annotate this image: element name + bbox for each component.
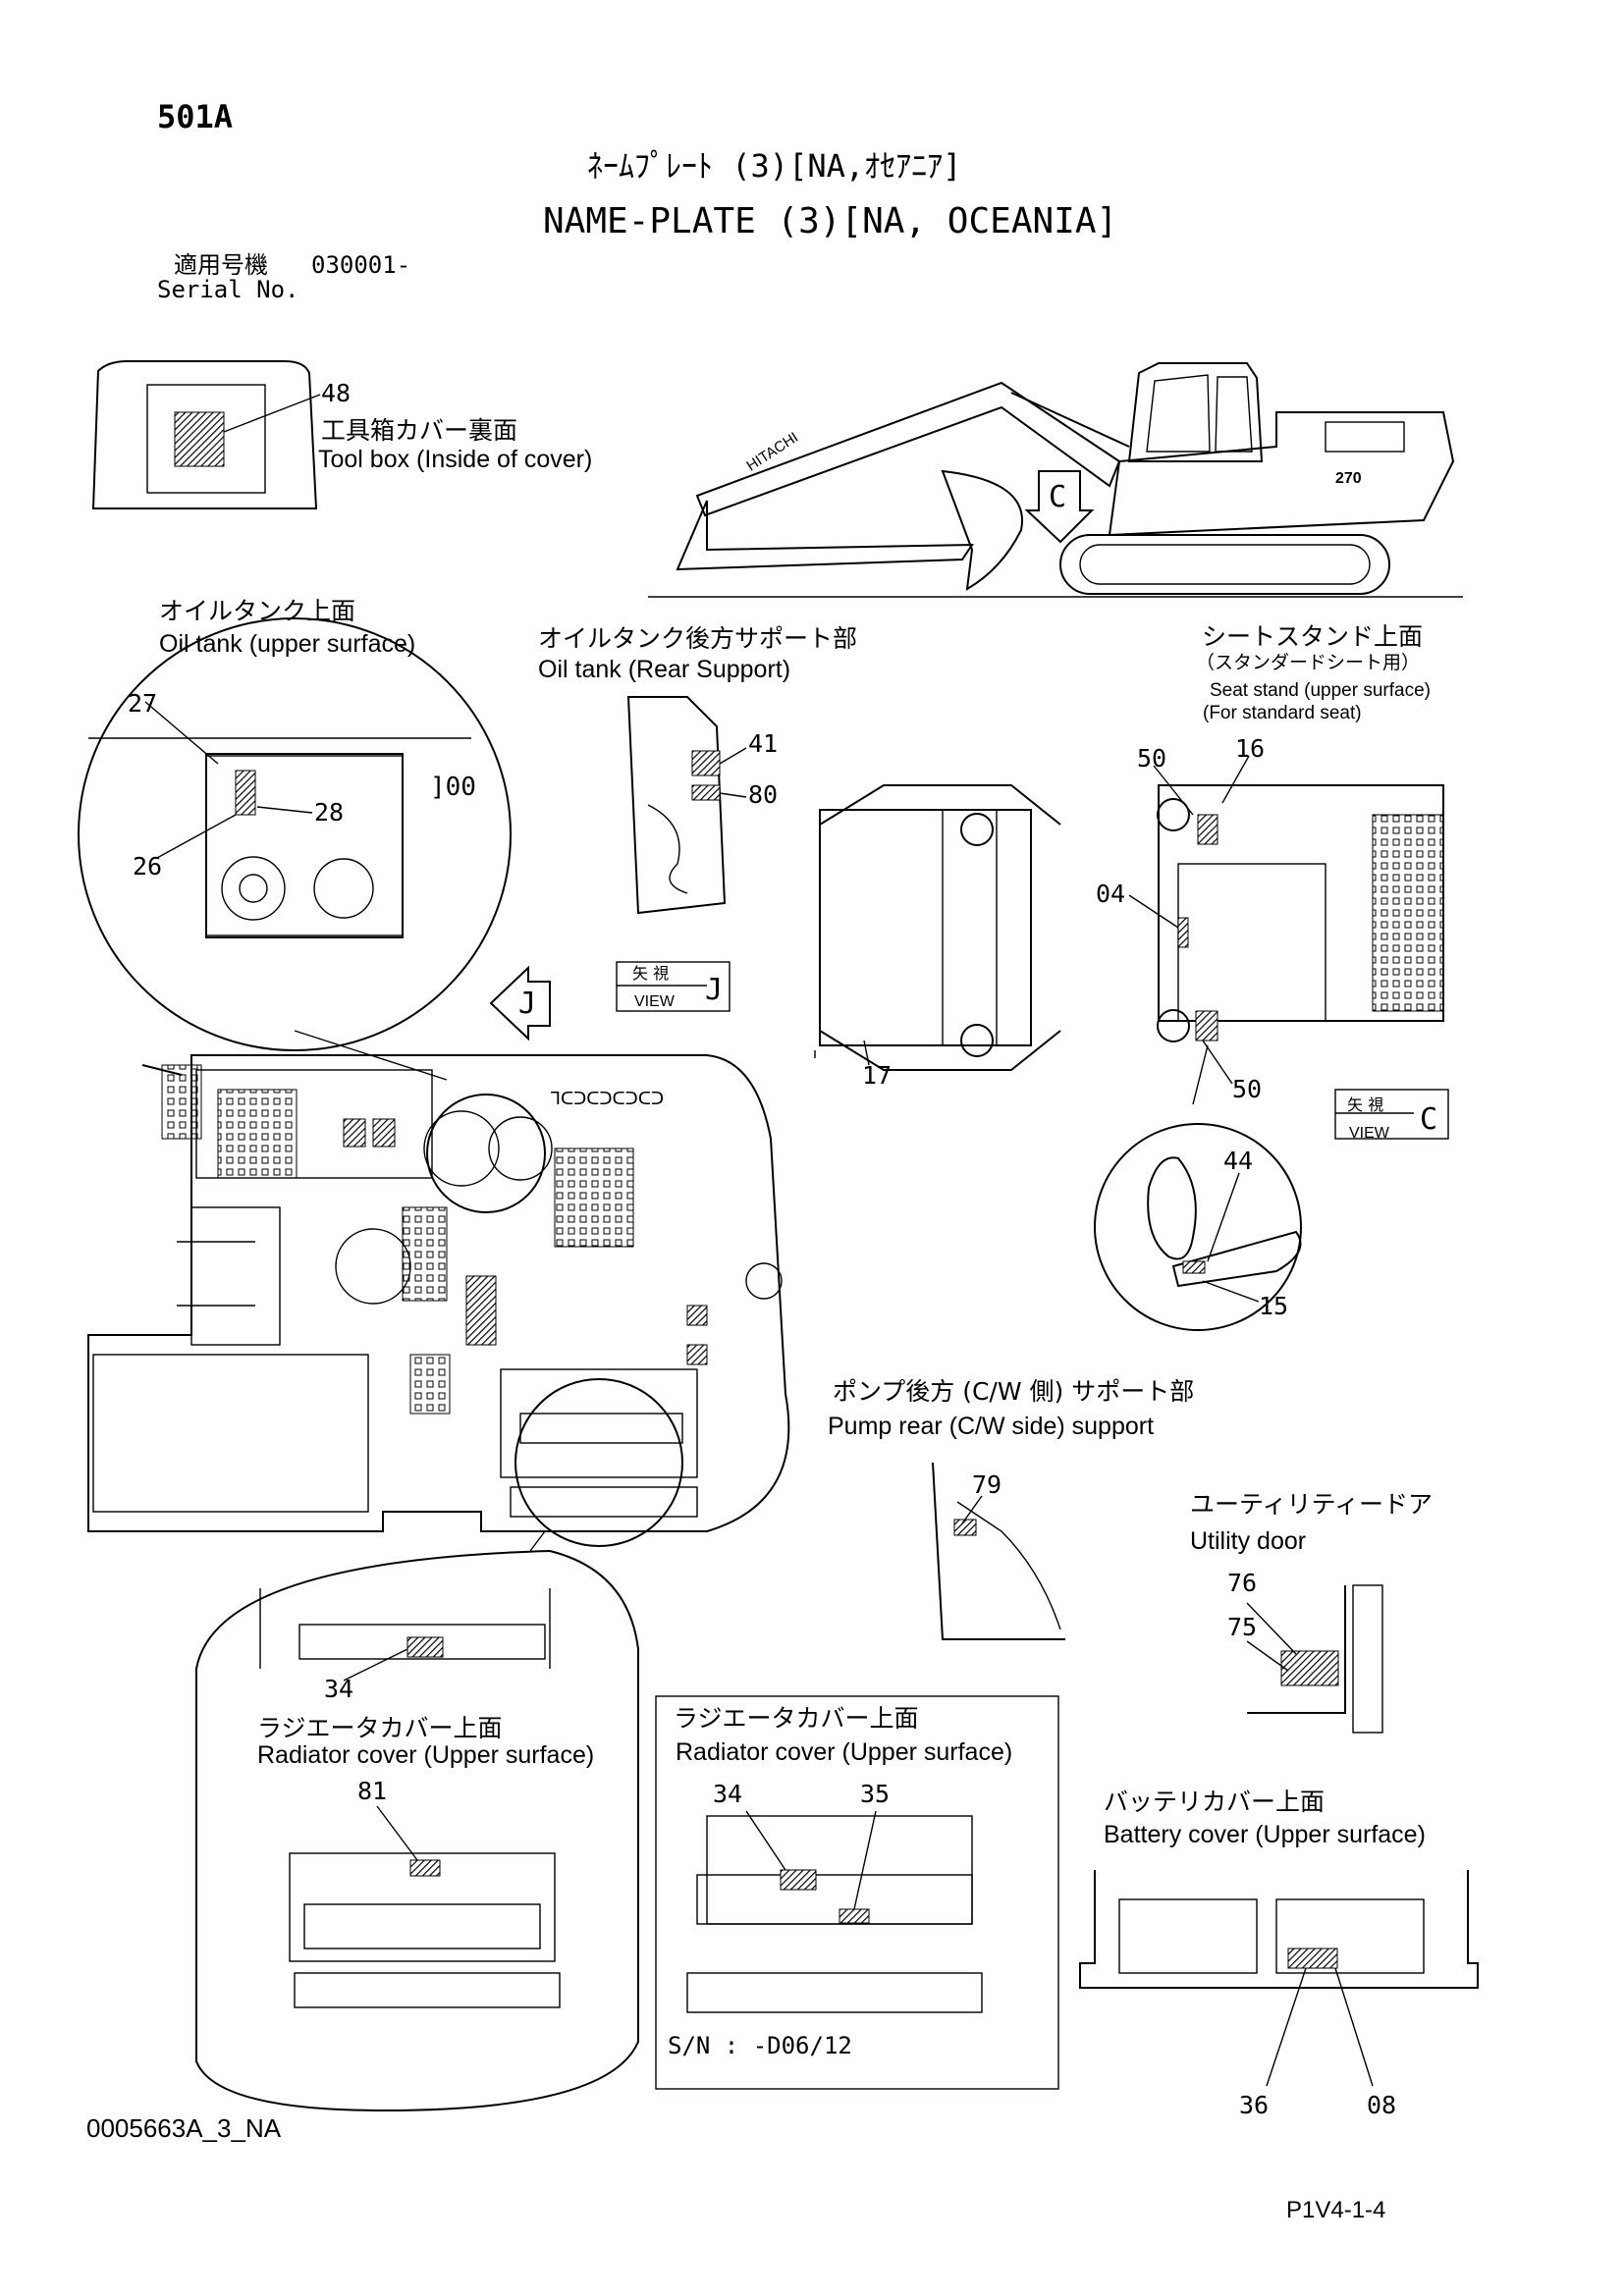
- oil-tank-rear-caption-jp: オイルタンク後方サポート部: [538, 624, 858, 653]
- machine-rear-view: [814, 784, 1061, 1071]
- part-number-50-top: 50: [1137, 744, 1167, 773]
- seat-stand-view: [1128, 755, 1449, 1140]
- radiator-c-caption-jp: ラジエータカバー上面: [674, 1704, 919, 1733]
- part-number-80: 80: [748, 780, 779, 809]
- arrow-c-letter: C: [1049, 480, 1067, 514]
- page-ref: P1V4-1-4: [1286, 2197, 1386, 2223]
- view-c-letter: C: [1420, 1102, 1438, 1137]
- part-number-81: 81: [357, 1777, 388, 1805]
- utility-door-caption-jp: ユーティリティードア: [1190, 1490, 1434, 1519]
- part-number-08: 08: [1367, 2091, 1397, 2119]
- tool-box-caption-jp: 工具箱カバー裏面: [321, 416, 518, 445]
- svg-text:]00: ]00: [430, 773, 476, 802]
- nameplate-34-bubble: [406, 1636, 444, 1658]
- oil-tank-rear-view: [616, 696, 747, 1012]
- part-number-75: 75: [1227, 1613, 1258, 1641]
- utility-door-caption-en: Utility door: [1190, 1527, 1307, 1555]
- nameplate-48: [174, 411, 225, 467]
- part-number-35: 35: [860, 1780, 891, 1808]
- part-number-48: 48: [321, 379, 352, 407]
- part-number-04: 04: [1096, 880, 1126, 908]
- serial-value: 030001-: [311, 251, 411, 279]
- radiator-c-caption-en: Radiator cover (Upper surface): [676, 1738, 1013, 1766]
- seat-stand-caption-en2: (For standard seat): [1203, 703, 1362, 723]
- oil-tank-upper-bubble: ]00: [78, 617, 512, 1081]
- part-number-17: 17: [862, 1061, 893, 1090]
- title-japanese: ﾈｰﾑﾌﾟﾚｰﾄ (3)[NA,ｵｾｱﾆｱ]: [587, 147, 962, 185]
- part-number-44: 44: [1223, 1147, 1254, 1175]
- part-number-36: 36: [1239, 2091, 1270, 2119]
- nameplate-35: [839, 1908, 870, 1924]
- svg-text:ᒣᑕᑐᑕᑐᑕᑐᑕᑐ: ᒣᑕᑐᑕᑐᑕᑐᑕᑐ: [550, 1089, 664, 1109]
- seat-stand-caption-en: Seat stand (upper surface): [1210, 680, 1431, 701]
- part-number-16: 16: [1235, 734, 1266, 763]
- view-j-label-en: VIEW: [634, 993, 675, 1010]
- part-number-50-bottom: 50: [1232, 1075, 1263, 1103]
- radiator-a-caption-en: Radiator cover (Upper surface): [257, 1741, 595, 1769]
- seat-stand-caption-jp: シートスタンド上面: [1202, 622, 1424, 651]
- arrow-j-icon: [489, 965, 551, 1041]
- pump-rear-view: [932, 1462, 1065, 1640]
- part-number-26: 26: [133, 852, 163, 881]
- part-number-76: 76: [1227, 1569, 1258, 1597]
- nameplate-04: [1177, 917, 1189, 948]
- radiator-box: [655, 1695, 1059, 2090]
- nameplate-26-28: [235, 770, 256, 816]
- seat-stand-caption-jp2: （スタンダードシート用）: [1196, 652, 1421, 673]
- excavator-side-view: [648, 362, 1463, 598]
- title-english: NAME-PLATE (3)[NA, OCEANIA]: [543, 201, 1118, 241]
- serial-label-en: Serial No.: [157, 276, 299, 303]
- radiator-bubble: [195, 1530, 639, 2112]
- pump-rear-caption-en: Pump rear (C/W side) support: [828, 1413, 1155, 1440]
- arrow-j-letter: J: [518, 987, 537, 1021]
- model-label: 270: [1335, 470, 1362, 487]
- battery-cover-view: [1079, 1870, 1479, 2087]
- nameplate-80: [691, 784, 721, 801]
- nameplate-79: [953, 1519, 977, 1536]
- view-j-label-jp: 矢 視: [632, 964, 670, 983]
- machine-top-view: ᒣᑕᑐᑕᑐᑕᑐᑕᑐ: [87, 1054, 790, 1547]
- part-number-28: 28: [314, 798, 345, 827]
- radiator-a-caption-jp: ラジエータカバー上面: [257, 1714, 503, 1742]
- doc-id: 0005663A_3_NA: [86, 2113, 282, 2143]
- nameplate-36-08: [1287, 1948, 1338, 1969]
- nameplate-44: [1182, 1260, 1206, 1274]
- view-c-label-jp: 矢 視: [1347, 1095, 1384, 1114]
- part-number-34-box: 34: [713, 1780, 743, 1808]
- tool-box-view: [91, 360, 321, 509]
- part-number-41: 41: [748, 729, 779, 758]
- nameplate-81: [409, 1859, 441, 1877]
- battery-caption-jp: バッテリカバー上面: [1104, 1788, 1326, 1816]
- pump-rear-caption-jp: ポンプ後方 (C/W 側) サポート部: [833, 1377, 1195, 1406]
- nameplate-75-76: [1280, 1650, 1339, 1686]
- page-code: 501A: [157, 98, 234, 135]
- oil-tank-upper-caption-jp: オイルタンク上面: [159, 597, 356, 625]
- view-c-label-en: VIEW: [1349, 1125, 1389, 1142]
- nameplate-41: [691, 750, 721, 776]
- nameplate-34-box: [780, 1869, 817, 1891]
- sn-stamp: S/N : -D06/12: [668, 2032, 852, 2059]
- lever-bubble: [1094, 1123, 1302, 1331]
- battery-caption-en: Battery cover (Upper surface): [1104, 1821, 1426, 1848]
- oil-tank-upper-caption-en: Oil tank (upper surface): [159, 630, 416, 658]
- oil-tank-rear-caption-en: Oil tank (Rear Support): [538, 656, 791, 683]
- part-number-27: 27: [128, 689, 158, 718]
- view-j-letter: J: [705, 973, 724, 1007]
- part-number-34-bubble: 34: [324, 1675, 354, 1703]
- utility-door-view: [1246, 1584, 1383, 1734]
- part-number-79: 79: [972, 1470, 1002, 1499]
- tool-box-caption-en: Tool box (Inside of cover): [318, 446, 593, 473]
- serial-label-jp: 適用号機: [174, 251, 268, 279]
